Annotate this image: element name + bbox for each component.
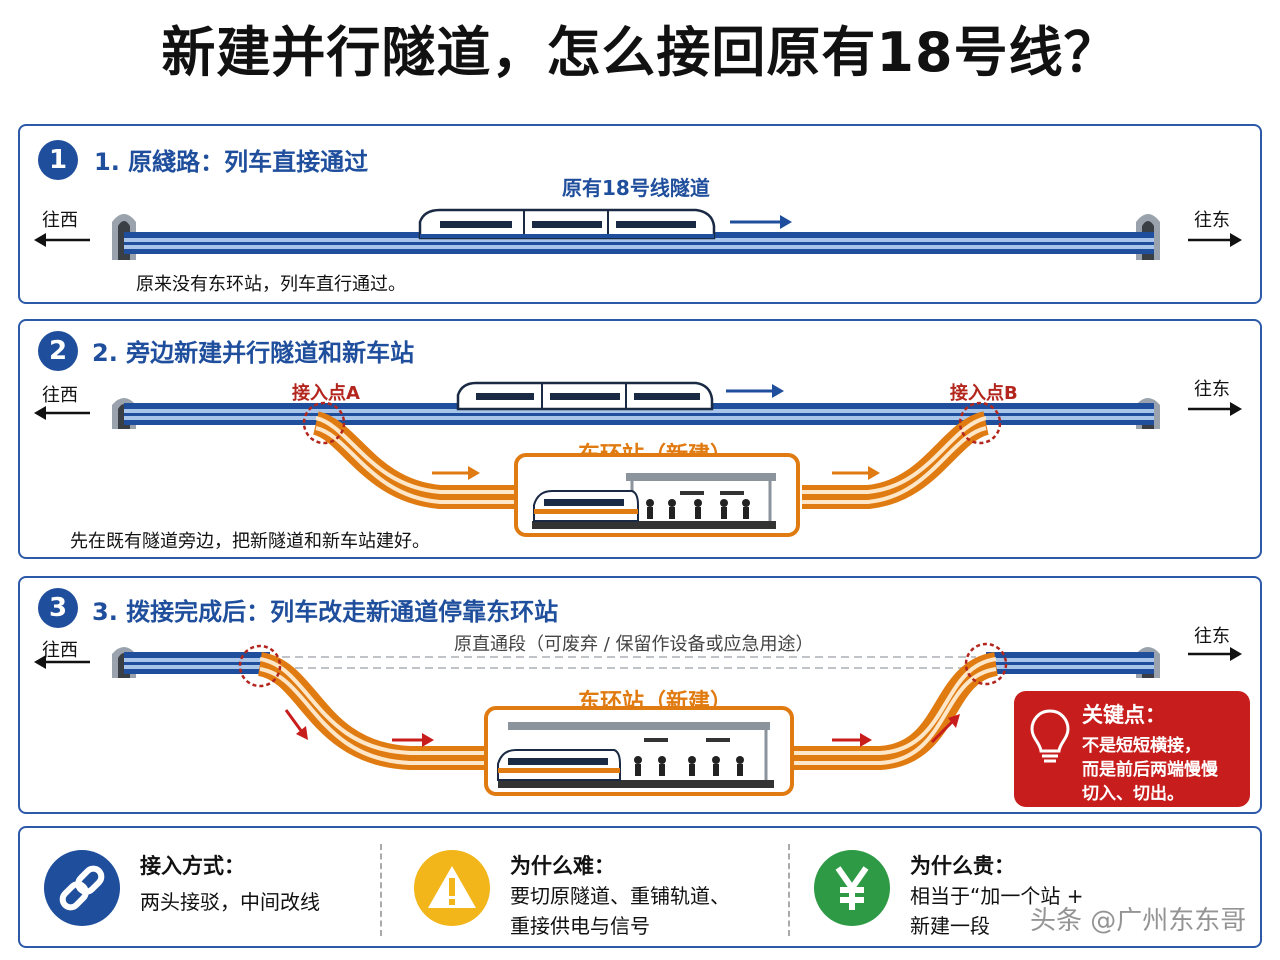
info-method: 接入方式： 两头接驳，中间改线: [40, 848, 370, 932]
connection-point-a-marker: [238, 644, 282, 688]
flow-arrow-icon: [432, 466, 480, 480]
info-difficulty: 为什么难： 要切原隧道、重铺轨道、 重接供电与信号: [410, 848, 790, 938]
difficulty-title: 为什么难：: [510, 854, 615, 878]
step-number-2: 2: [38, 331, 78, 371]
connection-point-a-marker: [302, 401, 346, 445]
lightbulb-icon: [1030, 709, 1070, 763]
west-label: 往西: [42, 210, 78, 231]
connection-point-a-label: 接入点A: [292, 383, 360, 404]
panel-original-line: 1 1. 原綫路：列车直接通过 原有18号线隧道 往西 往东 原来没有东环站，列…: [18, 124, 1262, 304]
east-label: 往东: [1194, 210, 1230, 231]
watermark: 头条 @广州东东哥: [1030, 906, 1247, 936]
divider: [380, 844, 382, 936]
flow-arrow-icon: [930, 714, 960, 744]
step-number-1: 1: [38, 140, 78, 180]
abandoned-segment-label: 原直通段（可废弃 / 保留作设备或应急用途）: [454, 634, 814, 655]
key-point-line: 而是前后两端慢慢: [1082, 760, 1218, 780]
west-arrow-icon: [34, 406, 90, 420]
panel-parallel-tunnel: 2 2. 旁边新建并行隧道和新车站 往西 往东 接入点A 接入点B 东环站（新建…: [18, 319, 1262, 559]
connection-point-b-label: 接入点B: [950, 383, 1018, 404]
train-icon: [456, 381, 714, 411]
west-label: 往西: [42, 385, 78, 406]
train-icon: [418, 208, 716, 240]
panel2-diagram: [34, 381, 1242, 537]
flow-arrow-icon: [392, 733, 434, 747]
direction-arrow-icon: [726, 384, 784, 398]
flow-arrow-icon: [832, 733, 872, 747]
key-point-line: 切入、切出。: [1082, 784, 1184, 804]
warning-icon: [414, 850, 490, 926]
step-number-3: 3: [38, 588, 78, 628]
east-arrow-icon: [1188, 233, 1242, 247]
key-point-title: 关键点：: [1082, 703, 1166, 727]
link-icon: [44, 850, 120, 926]
passengers-icon: [646, 499, 750, 519]
abandoned-segment: [282, 656, 976, 669]
passengers-icon: [634, 756, 744, 776]
west-arrow-icon: [34, 233, 90, 247]
info-cost: 为什么贵： 相当于“加一个站 + 新建一段: [810, 848, 1250, 938]
original-tunnel-track: [124, 232, 1154, 254]
difficulty-line: 要切原隧道、重铺轨道、: [510, 884, 730, 908]
panel3-diagram: [34, 642, 1242, 796]
panel-info-summary: 接入方式： 两头接驳，中间改线 为什么难： 要切原隧道、重铺轨道、 重接供电与信…: [18, 826, 1262, 948]
east-label: 往东: [1194, 626, 1230, 647]
east-arrow-icon: [1188, 402, 1242, 416]
flow-arrow-icon: [284, 709, 308, 740]
original-tunnel-track-west: [124, 652, 270, 674]
cost-line: 相当于“加一个站 +: [910, 884, 1084, 908]
cost-line: 新建一段: [910, 914, 990, 938]
flow-arrow-icon: [832, 466, 880, 480]
method-title: 接入方式：: [140, 854, 245, 878]
new-parallel-tunnel: [312, 411, 990, 509]
method-text: 两头接驳，中间改线: [140, 890, 320, 914]
panel1-heading: 1. 原綫路：列车直接通过: [94, 148, 369, 176]
station-train-icon: [533, 490, 639, 522]
west-arrow-icon: [34, 655, 90, 669]
east-arrow-icon: [1188, 647, 1242, 661]
east-label: 往东: [1194, 379, 1230, 400]
cost-title: 为什么贵：: [910, 854, 1015, 878]
key-point-line: 不是短短横接，: [1082, 736, 1201, 756]
panel3-heading: 3. 拨接完成后：列车改走新通道停靠东环站: [92, 598, 559, 626]
original-tunnel-label: 原有18号线隧道: [562, 176, 710, 200]
station-platform-icon: [498, 722, 774, 788]
panel2-caption: 先在既有隧道旁边，把新隧道和新车站建好。: [70, 531, 430, 552]
west-label: 往西: [42, 640, 78, 661]
page-title: 新建并行隧道，怎么接回原有18号线？: [161, 21, 1119, 84]
original-tunnel-track-east: [986, 652, 1154, 674]
panel1-caption: 原来没有东环站，列车直行通过。: [136, 274, 406, 295]
connection-point-b-marker: [964, 642, 1008, 686]
panel1-diagram: [34, 208, 1242, 260]
connection-point-b-marker: [958, 401, 1002, 445]
difficulty-line: 重接供电与信号: [510, 914, 650, 938]
original-tunnel-track: [124, 403, 1154, 425]
direction-arrow-icon: [730, 215, 792, 229]
divider: [788, 844, 790, 936]
key-point-box: 关键点： 不是短短横接， 而是前后两端慢慢 切入、切出。: [1014, 691, 1250, 807]
yen-icon: [814, 850, 890, 926]
station-train-icon: [497, 749, 621, 781]
panel2-heading: 2. 旁边新建并行隧道和新车站: [92, 339, 415, 367]
